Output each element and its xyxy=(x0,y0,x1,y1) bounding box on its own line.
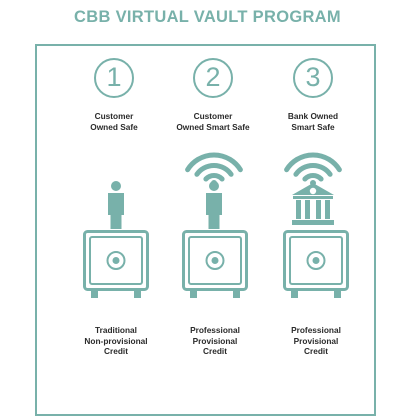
column-3-credit-line3: Credit xyxy=(304,346,328,356)
column-3-heading: Bank Owned Smart Safe xyxy=(258,111,368,132)
column-2-heading-line1: Customer xyxy=(193,111,233,121)
column-1-credit: Traditional Non-provisional Credit xyxy=(61,325,171,357)
diagram-frame xyxy=(35,44,376,416)
column-2-heading-line2: Owned Smart Safe xyxy=(176,121,250,132)
column-2-heading: Customer Owned Smart Safe xyxy=(158,111,268,132)
column-2-credit-line1: Professional xyxy=(190,325,240,335)
safe-icon xyxy=(83,230,149,298)
column-3-credit-line1: Professional xyxy=(291,325,341,335)
wifi-icon xyxy=(284,152,342,186)
step-number-2: 2 xyxy=(193,58,233,98)
column-1-heading: Customer Owned Safe xyxy=(59,111,169,132)
step-number-3: 3 xyxy=(293,58,333,98)
column-3-heading-line2: Smart Safe xyxy=(291,121,335,132)
column-3-heading-line1: Bank Owned xyxy=(287,111,339,121)
column-3-credit-line2: Provisional xyxy=(293,335,339,346)
person-icon xyxy=(206,181,222,229)
column-1-credit-line2: Non-provisional xyxy=(84,335,148,346)
bank-icon xyxy=(292,183,334,225)
column-2-credit-line3: Credit xyxy=(203,346,227,356)
column-2-credit-line2: Provisional xyxy=(192,335,238,346)
step-number-1: 1 xyxy=(94,58,134,98)
column-2-credit: Professional Provisional Credit xyxy=(160,325,270,357)
column-1-credit-line3: Credit xyxy=(104,346,128,356)
column-1-credit-line1: Traditional xyxy=(95,325,137,335)
column-1-heading-line1: Customer xyxy=(94,111,134,121)
safe-icon xyxy=(283,230,349,298)
column-1-heading-line2: Owned Safe xyxy=(90,121,138,132)
column-3-credit: Professional Provisional Credit xyxy=(261,325,371,357)
safe-icon xyxy=(182,230,248,298)
page-title: CBB VIRTUAL VAULT PROGRAM xyxy=(74,8,341,26)
person-icon xyxy=(108,181,124,229)
